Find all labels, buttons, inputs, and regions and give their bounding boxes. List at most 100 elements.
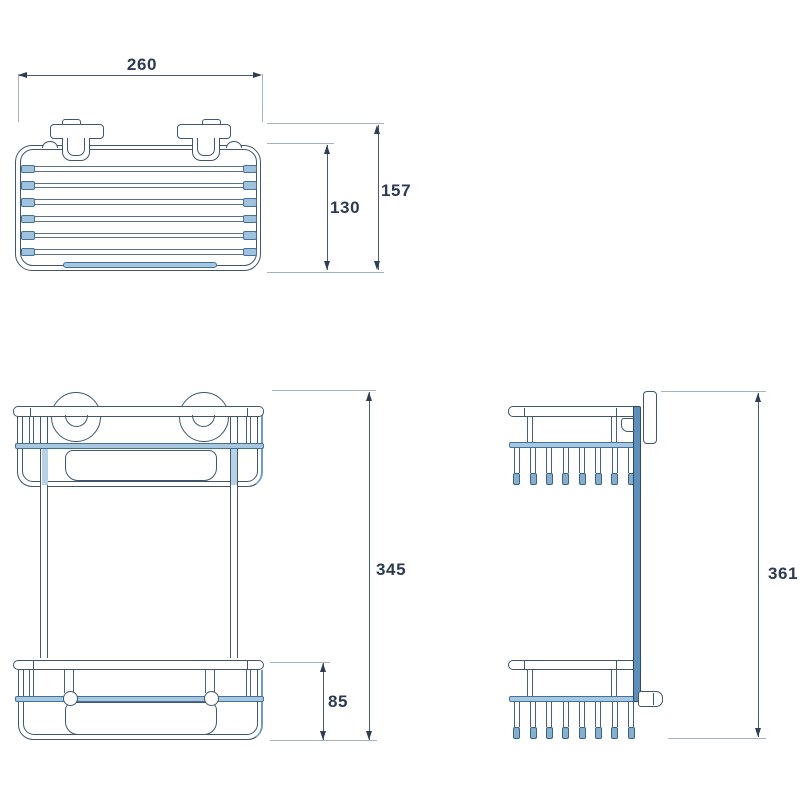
arrow-up-icon <box>754 393 761 402</box>
side-extension-top <box>661 391 766 392</box>
shelf-bar-notch <box>616 661 617 669</box>
width-extension-left <box>17 74 19 122</box>
wire-ring-right <box>204 690 219 706</box>
bottom-hook-bracket <box>638 691 663 707</box>
arrow-down-icon <box>365 731 372 740</box>
shelf-bar-notch <box>616 407 617 416</box>
basket-front-rail <box>63 261 217 268</box>
hook-wire-left <box>64 668 74 693</box>
lower-shelf-bar <box>13 659 264 670</box>
lower-shelf-bar-side <box>508 659 639 670</box>
support-wire <box>28 669 34 697</box>
front-extension-bottom <box>270 740 377 741</box>
wire-prong <box>529 448 537 485</box>
front-overall-height-label: 345 <box>376 560 407 579</box>
arrow-left-icon <box>18 71 27 78</box>
upper-basket-rail <box>15 443 264 449</box>
bracket-right-stem-inner <box>197 138 215 156</box>
wire-prong <box>545 448 553 485</box>
side-overall-height-label: 361 <box>768 564 799 583</box>
arrow-up-icon <box>374 125 380 134</box>
front-extension-top <box>272 390 376 391</box>
wall-plate <box>643 391 657 444</box>
upper-basket-frame-outer <box>17 412 263 487</box>
width-dimension-line <box>19 74 260 76</box>
basket-height-label: 130 <box>330 198 361 217</box>
dimension-line-345 <box>369 392 370 740</box>
lower-basket-frame-outer <box>18 670 263 740</box>
support-tube <box>527 666 533 697</box>
shelf-bar-notch <box>33 661 34 669</box>
wire-prong <box>578 448 586 485</box>
arrow-down-icon <box>323 261 330 270</box>
wire-prong <box>513 702 520 739</box>
wire-prong <box>611 702 618 739</box>
height-extension-bottom <box>267 272 384 273</box>
upper-rail-side <box>509 442 641 448</box>
tube-blue-segment-left <box>41 449 48 485</box>
wire-prong <box>627 702 635 739</box>
front-extension-mid <box>270 661 330 663</box>
wire-prong <box>529 702 537 739</box>
arrow-down-icon <box>374 261 380 270</box>
shelf-bar-notch <box>30 407 31 416</box>
width-extension-right <box>261 74 263 122</box>
arrow-down-icon <box>754 728 761 737</box>
arrow-right-icon <box>253 71 262 78</box>
arrow-down-icon <box>319 731 326 740</box>
vertical-back-rail <box>632 406 641 702</box>
hanging-tube-right <box>229 410 238 658</box>
tube-blue-segment-right <box>231 449 237 485</box>
arrow-up-icon <box>323 145 330 154</box>
upper-shelf-bar <box>13 406 264 417</box>
shelf-bar-notch <box>524 407 525 416</box>
basket-wire <box>21 214 257 223</box>
support-tube <box>610 414 617 443</box>
lower-basket-inner-frame <box>65 702 217 735</box>
wire-prong <box>594 702 602 739</box>
height-extension-top-130 <box>267 143 334 144</box>
lower-basket-height-label: 85 <box>328 692 349 711</box>
wire-prong <box>562 448 569 485</box>
dimension-line-85 <box>323 663 324 740</box>
support-wire <box>245 416 251 444</box>
basket-wire <box>21 181 257 190</box>
basket-wire <box>21 247 257 256</box>
hook-notch <box>653 692 654 705</box>
hanging-tube-left <box>40 410 48 658</box>
dimension-line-361 <box>758 393 759 737</box>
wire-prong <box>562 702 569 739</box>
shelf-bar-notch <box>524 661 525 669</box>
upper-basket-inner-frame <box>65 450 217 481</box>
arrow-up-icon <box>365 392 372 401</box>
lower-basket-rail <box>15 696 264 702</box>
shelf-bar-notch <box>247 407 248 416</box>
upper-shelf-bar-side <box>508 406 639 417</box>
lower-rail-side <box>509 696 641 702</box>
basket-wire <box>21 231 257 240</box>
basket-wire <box>21 164 257 173</box>
support-tube <box>527 414 533 443</box>
shelf-bar-notch <box>247 661 248 669</box>
bracket-left-stem-inner <box>67 138 85 156</box>
basket-wire <box>21 198 257 207</box>
hook-wire-right <box>205 668 215 693</box>
wire-prong <box>545 702 553 739</box>
side-extension-bottom <box>668 737 766 739</box>
support-wire <box>245 669 251 697</box>
dimension-line-157 <box>377 125 379 270</box>
arrow-up-icon <box>319 663 326 672</box>
wire-ring-left <box>63 690 78 706</box>
wire-prong <box>578 702 586 739</box>
overall-height-label: 157 <box>381 181 412 200</box>
dimension-line-130 <box>327 145 328 270</box>
wire-prong <box>611 448 618 485</box>
width-dimension-label: 260 <box>126 55 158 74</box>
height-extension-top-157 <box>267 123 384 124</box>
wire-prong <box>513 448 520 485</box>
wire-prong <box>594 448 602 485</box>
